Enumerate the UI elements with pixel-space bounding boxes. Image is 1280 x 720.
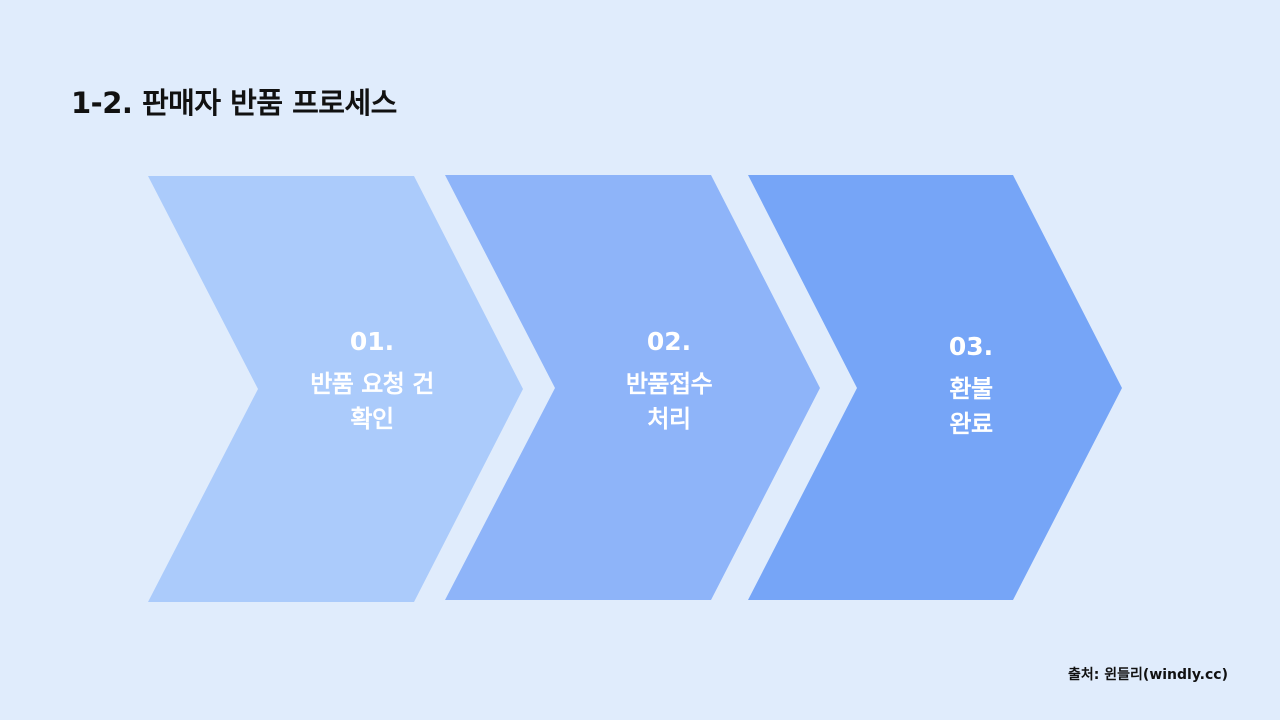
step-2-chevron bbox=[445, 175, 820, 600]
step-2-text-line1: 반품접수 bbox=[625, 370, 713, 398]
step-3-text-line1: 환불 bbox=[949, 375, 993, 403]
step-3-chevron bbox=[748, 175, 1122, 600]
page-title: 1-2. 판매자 반품 프로세스 bbox=[71, 86, 397, 120]
step-2-number: 02. bbox=[646, 327, 692, 356]
source-credit: 출처: 윈들리(windly.cc) bbox=[1068, 667, 1228, 683]
step-1-chevron bbox=[148, 176, 523, 602]
step-3-text-line2: 완료 bbox=[949, 410, 993, 438]
step-2-text-line2: 처리 bbox=[647, 405, 691, 433]
step-1-text-line1: 반품 요청 건 bbox=[310, 370, 434, 398]
step-3-number: 03. bbox=[948, 332, 994, 361]
step-2-label: 02. 반품접수 처리 bbox=[559, 327, 779, 437]
step-1-text-line2: 확인 bbox=[350, 405, 394, 433]
step-1-label: 01. 반품 요청 건 확인 bbox=[262, 327, 482, 437]
step-1-number: 01. bbox=[349, 327, 395, 356]
step-3-label: 03. 환불 완료 bbox=[861, 332, 1081, 442]
